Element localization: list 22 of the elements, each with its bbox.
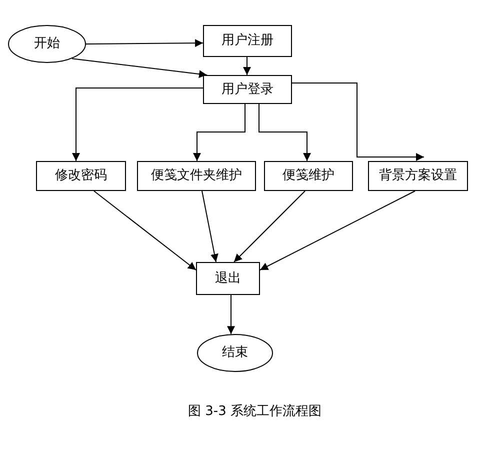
arrow [202, 190, 218, 262]
process-box: 用户登录 [203, 75, 292, 104]
arrow [243, 56, 251, 76]
process-box: 用户注册 [203, 25, 292, 57]
process-box: 背景方案设置 [368, 161, 468, 191]
terminal-ellipse: 开始 [8, 25, 86, 63]
arrow [227, 294, 235, 335]
arrow [260, 190, 416, 270]
arrow [94, 190, 196, 270]
arrow [193, 104, 246, 162]
process-box: 修改密码 [36, 161, 126, 191]
arrow [258, 104, 311, 162]
arrow [72, 88, 204, 162]
process-box: 便笺文件夹维护 [137, 161, 256, 191]
arrow [234, 190, 306, 262]
process-box: 便笺维护 [264, 161, 353, 191]
arrow [86, 39, 204, 48]
process-box: 退出 [196, 262, 260, 295]
arrow [72, 58, 208, 78]
caption: 图 3-3 系统工作流程图 [188, 403, 322, 420]
arrow [292, 82, 424, 161]
terminal-ellipse: 结束 [197, 334, 273, 372]
